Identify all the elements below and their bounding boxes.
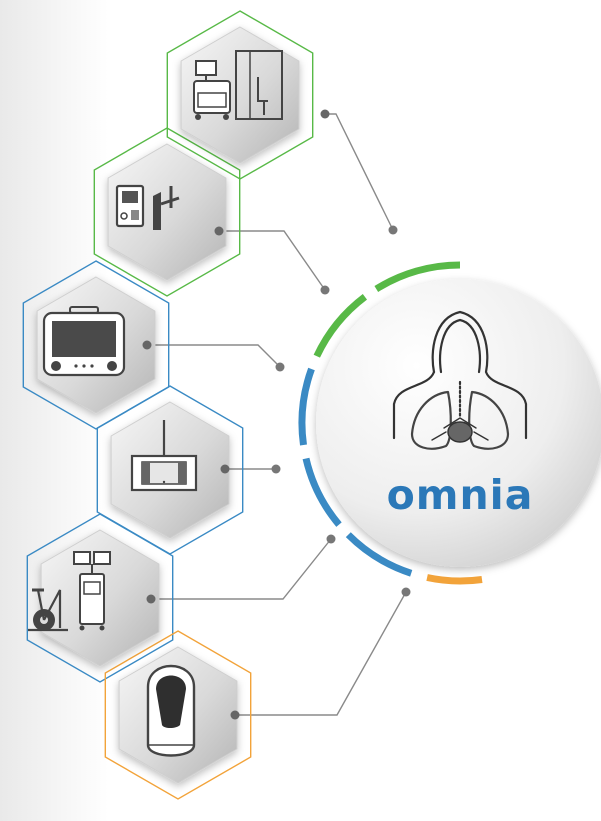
omnia-hub: omnia [298,261,601,585]
hub-ring-segment-5 [345,532,413,577]
ventilator-panel-hub-dot [320,285,330,295]
ventilator-control-icon [115,184,180,230]
ergometer-cart-icon [28,551,111,632]
ventilator-panel-hex [107,143,227,281]
anesthesia-workstation-hub-dot [388,225,398,235]
wall-terminal-dot [220,464,230,474]
connector-lines [147,113,411,716]
exercise-test-cart-outline [26,513,174,683]
patient-monitor-hub-dot [275,362,285,372]
wall-terminal-icon [130,420,198,492]
ventilator-panel-module [107,143,227,281]
module-stack [22,10,330,800]
patient-monitor-outline [22,260,170,430]
capsule-device-icon [146,664,196,757]
omnia-logo-text: omnia [387,471,534,519]
body-plethysmograph-dot [230,710,240,720]
body-plethysmograph-connector [235,591,407,716]
hub-ring-segment-1 [374,261,461,292]
hub-ring-segment-2 [313,294,368,358]
patient-monitor-dot [142,340,152,350]
patient-monitor-connector [147,344,281,368]
anesthesia-cart-icon [193,50,283,120]
wall-terminal-module [110,401,230,539]
exercise-test-cart-hub-dot [326,534,336,544]
patient-monitor-module [36,276,156,414]
exercise-test-cart-connector [151,538,332,600]
anesthesia-workstation-connector [325,113,394,231]
exercise-test-cart-module [28,529,160,667]
hub-ring-segment-6 [426,574,483,585]
exercise-test-cart-dot [146,594,156,604]
ventilator-panel-dot [214,226,224,236]
hub-color-ring [298,261,483,585]
ventilator-panel-outline [93,127,241,297]
heart-icon [447,421,473,443]
wall-terminal-hub-dot [271,464,281,474]
hub-ring-segment-3 [298,367,315,446]
patient-monitor-icon [42,306,126,377]
anesthesia-workstation-dot [320,109,330,119]
hub-ring-segment-4 [302,457,342,527]
body-plethysmograph-module [118,646,238,784]
ventilator-panel-connector [219,230,326,291]
body-plethysmograph-hub-dot [401,587,411,597]
anesthesia-workstation-module [180,26,300,164]
body-plethysmograph-outline [104,630,252,800]
